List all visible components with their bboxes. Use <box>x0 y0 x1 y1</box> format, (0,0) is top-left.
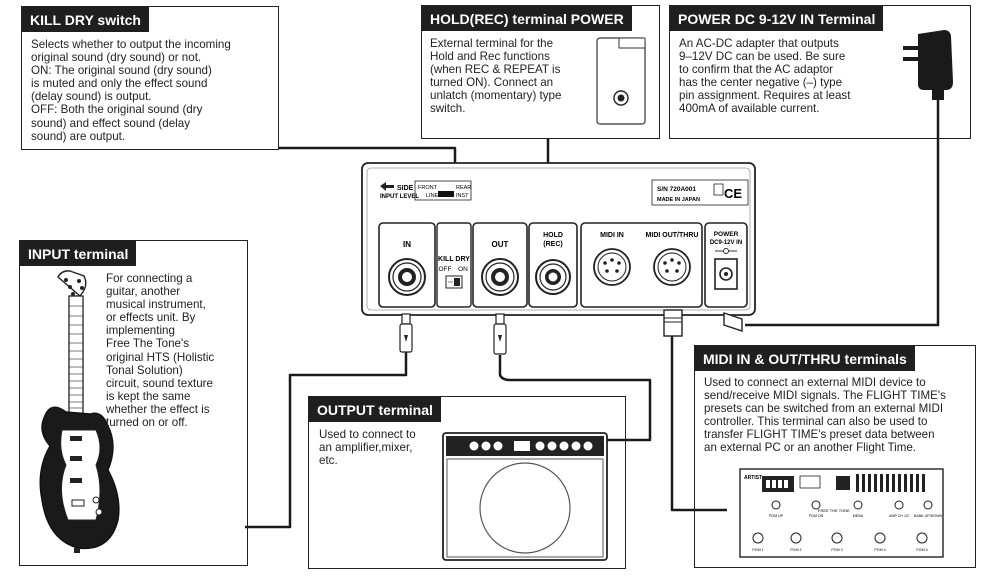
hold-jack-icon <box>535 259 571 295</box>
kill-dry-switch-icon <box>445 275 463 289</box>
kill-dry-label: KILL DRY <box>438 256 470 263</box>
rear-label: REAR <box>456 185 471 191</box>
kill-dry-panel <box>436 222 472 308</box>
momentary-switch-icon <box>596 37 646 125</box>
controller-label-bottom-5: PGM 5 <box>916 548 927 552</box>
midi-out-label: MIDI OUT/THRU <box>646 232 699 239</box>
controller-center-label: FREE THE TONE <box>818 508 850 513</box>
pedal-rear-panel: SIDE INPUT LEVEL FRONT REAR LINE INST S/… <box>361 162 756 316</box>
input-description: For connecting a guitar, another musical… <box>106 272 215 430</box>
inst-label: INST <box>456 193 469 199</box>
midi-controller-icon: ARTIST FREE THE TONE PGM UP PGM DN MENU … <box>739 468 944 558</box>
output-cable <box>498 355 652 442</box>
output-callout: OUTPUT terminal Used to connect to an am… <box>308 396 626 569</box>
midi-callout: MIDI IN & OUT/THRU terminals Used to con… <box>694 345 976 568</box>
input-level-switch <box>438 191 454 197</box>
input-plug-icon <box>399 313 413 353</box>
input-jack-icon <box>388 258 426 296</box>
controller-label-bottom-1: PGM 1 <box>752 548 763 552</box>
power-sub-label: DC9-12V IN <box>710 240 742 246</box>
midi-cable <box>670 335 727 512</box>
serial-number: S/N 720A001 <box>657 186 696 193</box>
kill-dry-callout: KILL DRY switch Selects whether to outpu… <box>21 6 279 150</box>
side-label: SIDE <box>397 185 414 192</box>
hold-description: External terminal for the Hold and Rec f… <box>430 37 562 116</box>
made-in-label: MADE IN JAPAN <box>657 197 700 203</box>
controller-brand: ARTIST <box>744 475 762 481</box>
front-label: FRONT <box>418 185 438 191</box>
power-jack-icon <box>714 258 738 290</box>
hold-callout: HOLD(REC) terminal POWER External termin… <box>421 5 660 139</box>
amplifier-icon <box>442 432 608 561</box>
output-title: OUTPUT terminal <box>309 397 441 422</box>
controller-label-top-3: MENU <box>853 514 864 518</box>
in-label: IN <box>403 240 411 249</box>
midi-title: MIDI IN & OUT/THRU terminals <box>695 346 915 371</box>
electric-guitar-icon <box>39 270 120 553</box>
midi-panel <box>580 222 703 308</box>
controller-label-bottom-4: PGM 4 <box>874 548 885 552</box>
kill-dry-title: KILL DRY switch <box>22 7 149 32</box>
input-level-label: INPUT LEVEL <box>380 194 419 200</box>
input-cable <box>245 352 408 529</box>
midi-out-port-icon <box>653 248 691 286</box>
controller-label-top-2: PGM DN <box>809 514 824 518</box>
controller-label-top-4: AMP CH 1/2 <box>889 514 909 518</box>
midi-in-label: MIDI IN <box>600 232 624 239</box>
hold-label: HOLD <box>543 232 563 239</box>
power-label: POWER <box>714 231 739 238</box>
ac-adapter-icon <box>903 30 953 100</box>
hold-title: HOLD(REC) terminal POWER <box>422 6 632 31</box>
on-label: ON <box>458 266 468 273</box>
off-label: OFF <box>439 266 452 273</box>
input-title: INPUT terminal <box>20 241 137 266</box>
polarity-icon <box>715 248 737 254</box>
controller-label-bottom-3: PGM 3 <box>831 548 842 552</box>
output-plug-icon <box>493 313 507 355</box>
power-title: POWER DC 9-12V IN Terminal <box>670 6 884 31</box>
midi-description: Used to connect an external MIDI device … <box>704 376 946 455</box>
power-callout: POWER DC 9-12V IN Terminal An AC-DC adap… <box>669 5 971 139</box>
out-label: OUT <box>492 240 509 249</box>
side-arrow-icon <box>380 182 394 191</box>
controller-label-top-5: BANK UP/DOWN <box>914 514 943 518</box>
midi-plug-icon <box>663 309 683 337</box>
ce-mark: CE <box>724 186 742 201</box>
power-plug-icon <box>723 312 743 332</box>
output-jack-icon <box>481 258 519 296</box>
controller-label-top-1: PGM UP <box>769 514 784 518</box>
controller-label-bottom-2: PGM 2 <box>790 548 801 552</box>
line-label: LINE <box>426 193 439 199</box>
hold-sub-label: (REC) <box>543 241 562 248</box>
input-callout: INPUT terminal For connecting a guitar, … <box>19 240 248 566</box>
power-description: An AC-DC adapter that outputs 9–12V DC c… <box>679 37 851 116</box>
power-cable <box>745 98 940 327</box>
kill-dry-description: Selects whether to output the incoming o… <box>31 38 231 143</box>
output-description: Used to connect to an amplifier,mixer, e… <box>319 428 416 468</box>
midi-in-port-icon <box>593 248 631 286</box>
